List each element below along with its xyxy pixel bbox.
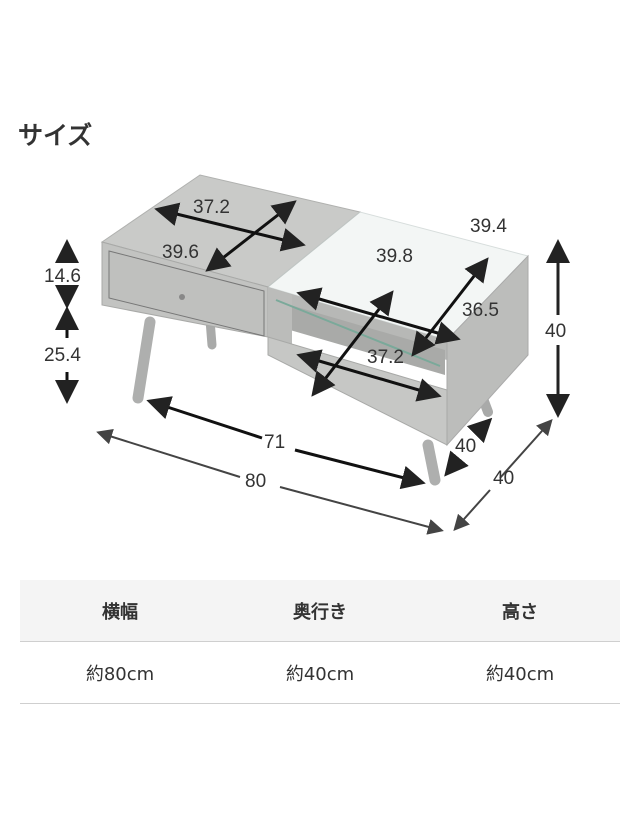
arrow-total-depth-bottom	[453, 489, 491, 531]
label-glass-depth: 39.4	[470, 216, 507, 237]
label-inner-depth: 40	[455, 436, 476, 457]
page-title: サイズ	[18, 121, 93, 150]
arrow-top-depth	[205, 200, 297, 272]
value-height: 約40cm	[420, 641, 620, 704]
header-height: 高さ	[420, 580, 620, 642]
label-glass-width: 39.8	[376, 246, 413, 267]
label-drawer-height: 14.6	[44, 266, 81, 287]
label-top-width: 37.2	[193, 197, 230, 218]
label-shelf-width: 37.2	[367, 347, 404, 368]
label-leg-height: 25.4	[44, 345, 81, 366]
arrow-glass-depth	[411, 257, 489, 357]
header-depth: 奥行き	[220, 580, 420, 642]
arrow-total-width-right	[279, 486, 444, 535]
arrow-inner-depth-bottom	[444, 450, 469, 477]
value-width: 約80cm	[20, 641, 220, 704]
header-width: 横幅	[20, 580, 220, 642]
arrow-inner-width-right	[294, 448, 426, 490]
arrow-shelf-width	[296, 349, 442, 402]
dimension-arrows	[55, 200, 570, 535]
size-table: 横幅 奥行き 高さ 約80cm 約40cm 約40cm	[20, 580, 620, 704]
dimension-labels: 37.2 39.6 39.8 39.4 36.5 37.2 14.6 25.4 …	[44, 197, 566, 492]
label-total-width: 80	[245, 471, 266, 492]
label-shelf-depth: 36.5	[462, 300, 499, 321]
arrow-total-width-left	[96, 428, 241, 478]
arrow-inner-width-left	[146, 396, 263, 440]
product-dimension-diagram: 37.2 39.6 39.8 39.4 36.5 37.2 14.6 25.4 …	[44, 174, 570, 535]
value-depth: 約40cm	[220, 641, 420, 704]
coffee-table-illustration	[100, 174, 529, 486]
label-total-height: 40	[545, 321, 566, 342]
arrow-inner-depth-top	[466, 417, 493, 444]
table-row: 約80cm 約40cm 約40cm	[20, 641, 620, 704]
label-inner-width: 71	[264, 432, 285, 453]
table-header-row: 横幅 奥行き 高さ	[20, 580, 620, 642]
label-total-depth: 40	[493, 468, 514, 489]
arrow-total-depth-top	[499, 419, 553, 479]
label-top-depth: 39.6	[162, 242, 199, 263]
